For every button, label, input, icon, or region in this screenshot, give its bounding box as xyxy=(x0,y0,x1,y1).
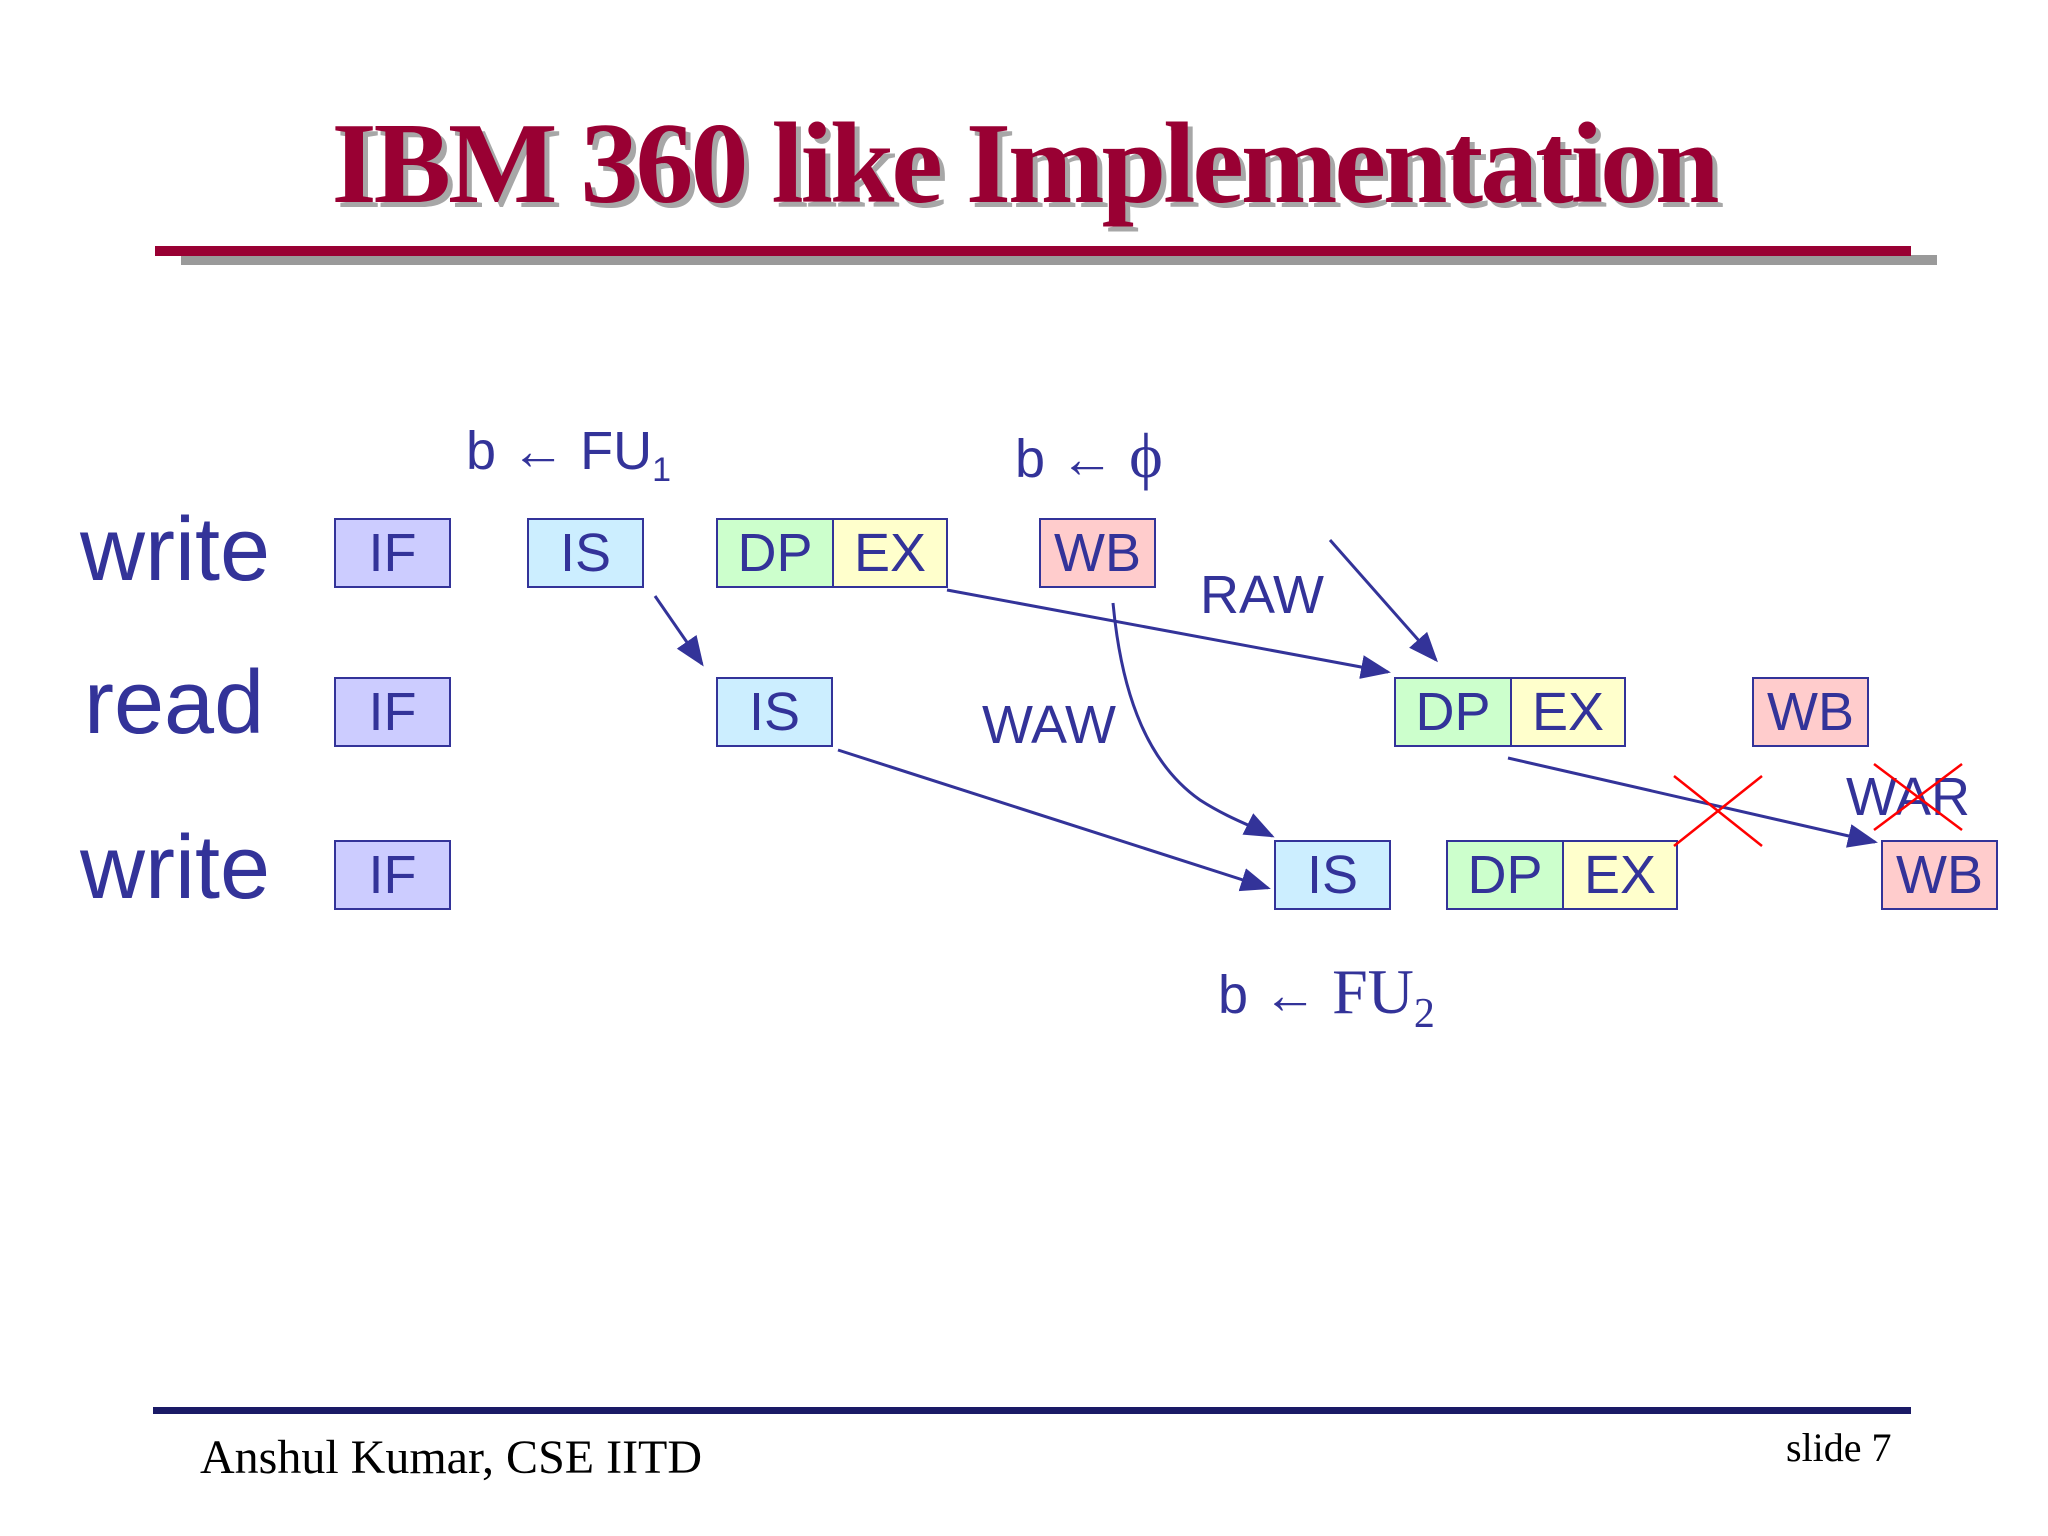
footer-author: Anshul Kumar, CSE IITD xyxy=(200,1431,703,1484)
row3-stage-wb: WB xyxy=(1881,840,1998,910)
row2-stage-ex: EX xyxy=(1510,677,1626,747)
row3-stage-ex: EX xyxy=(1562,840,1678,910)
row-label-write-2: write xyxy=(80,818,271,918)
cross-mark-1b xyxy=(1673,775,1763,847)
row1-stage-is: IS xyxy=(527,518,644,588)
hazard-label-war: WAR xyxy=(1846,767,1970,827)
row1-stage-if: IF xyxy=(334,518,451,588)
row-label-write-1: write xyxy=(80,500,271,600)
row2-stage-if: IF xyxy=(334,677,451,747)
row2-stage-is: IS xyxy=(716,677,833,747)
hazard-label-raw: RAW xyxy=(1200,565,1324,625)
arrow-raw-ex-to-dp xyxy=(946,588,1391,679)
footer-rule xyxy=(153,1407,1911,1414)
title-rule-shadow xyxy=(181,255,1937,265)
arrow-raw-pointer xyxy=(1328,539,1438,663)
row-label-read: read xyxy=(84,653,265,753)
slide-title: IBM 360 like Implementation xyxy=(331,100,1719,228)
row3-stage-dp: DP xyxy=(1446,840,1564,910)
arrow-war-ex-to-wb xyxy=(1507,756,1878,848)
annotation-b-fu1: b ← FU1 xyxy=(466,421,671,489)
hazard-label-waw: WAW xyxy=(982,695,1116,755)
arrow-is-to-is-row3 xyxy=(837,748,1271,892)
row2-stage-dp: DP xyxy=(1394,677,1512,747)
arrow-waw-wb-to-is xyxy=(1111,602,1275,838)
row3-stage-if: IF xyxy=(334,840,451,910)
row3-stage-is: IS xyxy=(1274,840,1391,910)
row1-stage-wb: WB xyxy=(1039,518,1156,588)
row1-stage-dp: DP xyxy=(716,518,834,588)
row2-stage-wb: WB xyxy=(1752,677,1869,747)
annotation-b-phi: b ← ϕ xyxy=(1015,420,1163,491)
footer-slide-number: slide 7 xyxy=(1786,1425,1892,1470)
row1-stage-ex: EX xyxy=(832,518,948,588)
cross-mark-war-b xyxy=(1873,763,1963,831)
arrow-is-to-is xyxy=(653,595,704,667)
annotation-b-fu2: b ← FU2 xyxy=(1218,956,1435,1037)
title-rule xyxy=(155,246,1911,256)
